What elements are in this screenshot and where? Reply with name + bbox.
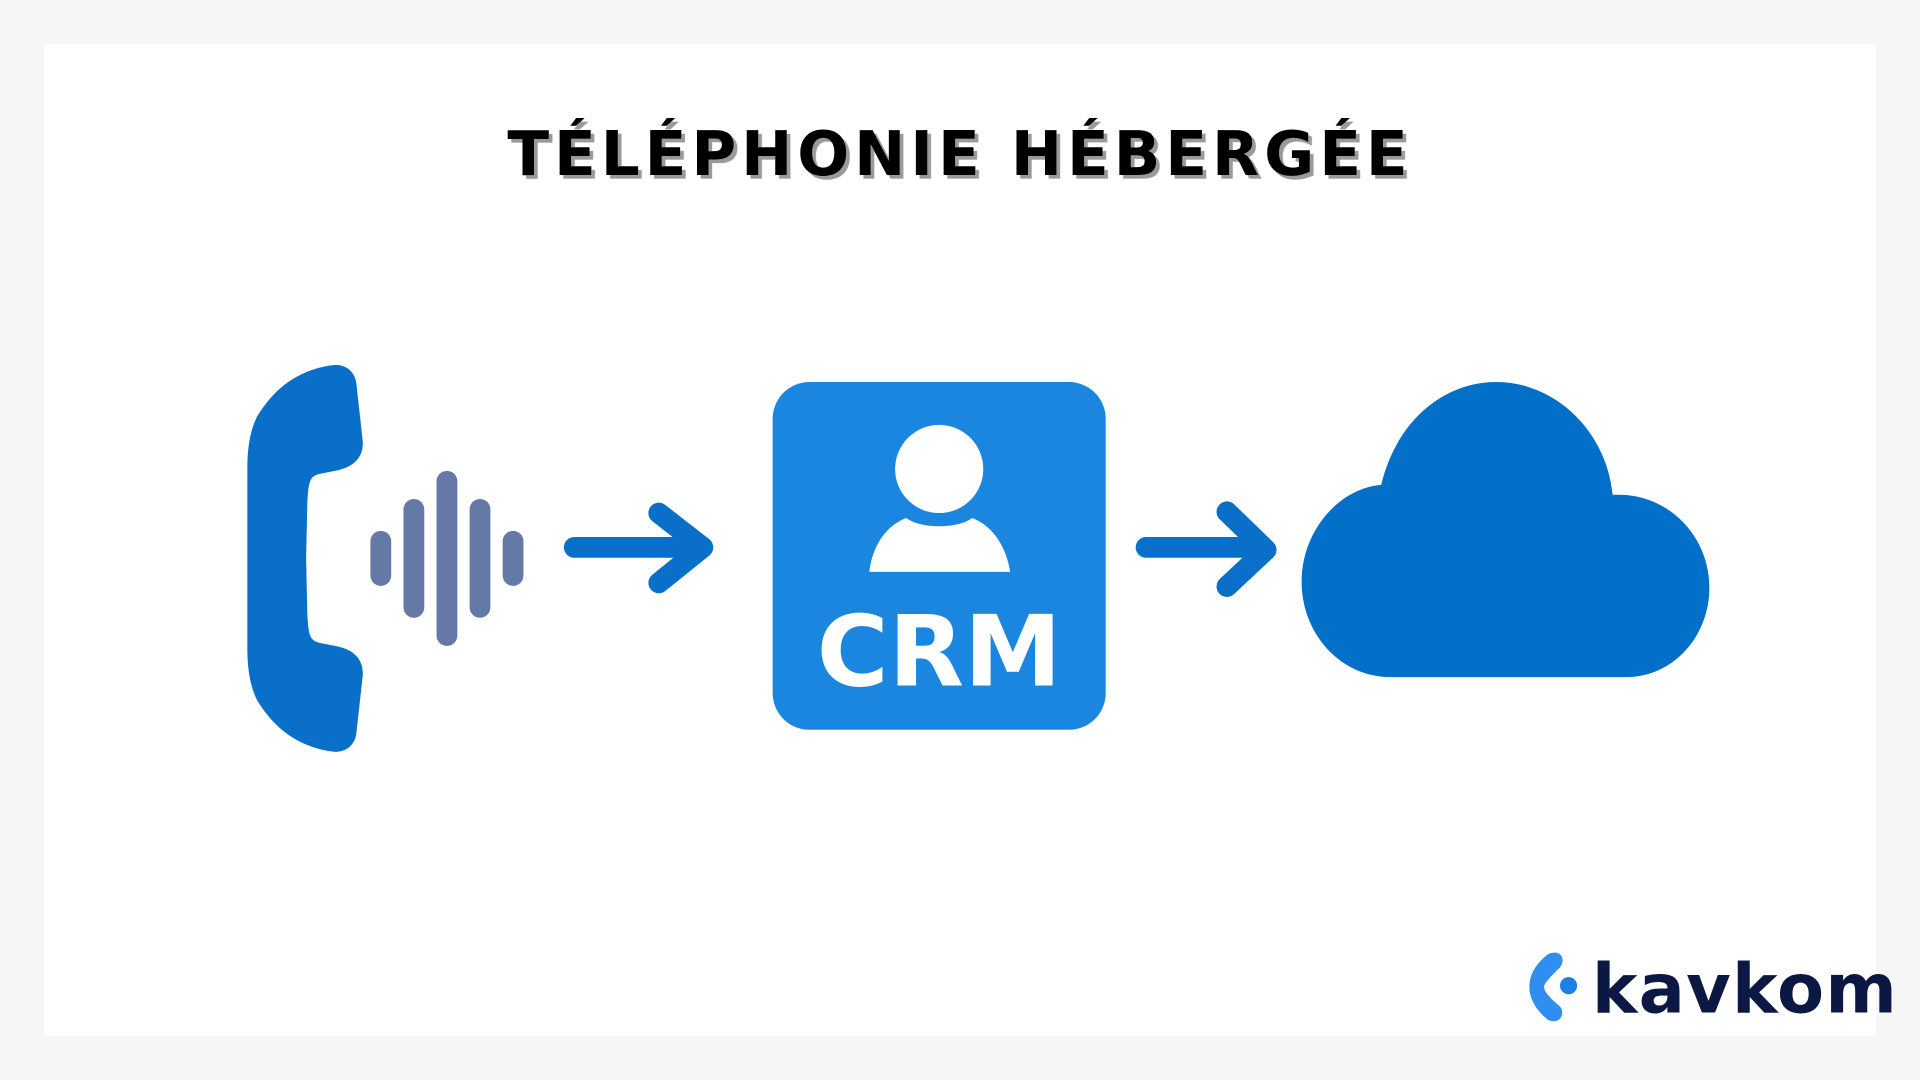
phone-icon bbox=[247, 364, 363, 752]
logo-mark-icon bbox=[1529, 952, 1563, 1022]
arrow-right-icon bbox=[563, 502, 714, 594]
user-icon-head bbox=[895, 424, 984, 514]
user-icon bbox=[869, 517, 1011, 572]
logo-dot-icon bbox=[1560, 977, 1578, 995]
cloud-icon bbox=[1301, 382, 1710, 678]
logo-text: kavkom bbox=[1592, 950, 1898, 1030]
arrow-right-icon bbox=[1135, 501, 1277, 597]
crm-box: CRM bbox=[772, 382, 1106, 730]
crm-label: CRM bbox=[817, 596, 1062, 710]
kavkom-logo: kavkom bbox=[1529, 950, 1898, 1030]
page-title: TÉLÉPHONIE HÉBERGÉE bbox=[507, 118, 1412, 190]
sound-wave-icon bbox=[370, 470, 524, 646]
